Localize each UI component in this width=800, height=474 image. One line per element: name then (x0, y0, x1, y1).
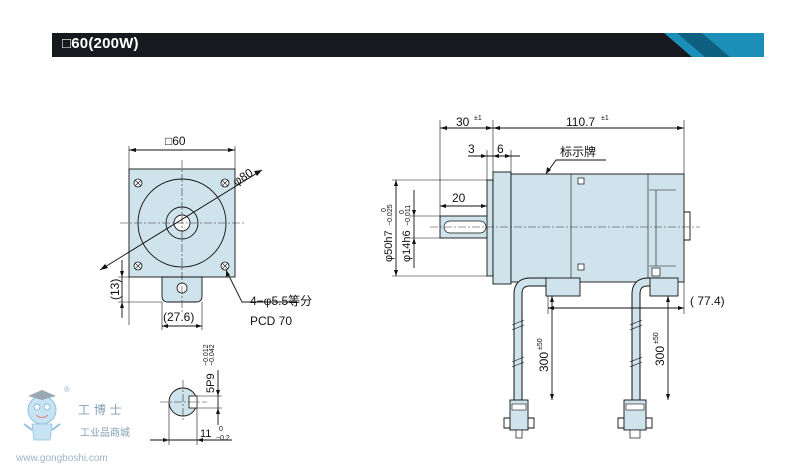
mounting-holes (133, 178, 230, 271)
mascot-icon (23, 390, 61, 441)
label-phi-14-tol-up: 0 (399, 210, 406, 214)
label-5p9-tol-low: −0.042 (209, 344, 216, 366)
label-phi-50-tol-low: −0.025 (387, 204, 394, 226)
cables (503, 277, 679, 439)
side-view (392, 120, 700, 439)
watermark: ® 工 博 士 工业品商城 www.gongboshi.com (15, 385, 130, 464)
label-square-60: □60 (165, 134, 186, 148)
spigot (486, 179, 494, 277)
label-30-tol: ±1 (474, 115, 482, 122)
flange (492, 171, 512, 285)
key-view (150, 370, 232, 445)
encoder-connector-clamp (545, 277, 581, 297)
label-300-a: 300 (537, 352, 551, 372)
label-5p9: 5P9 (205, 373, 217, 393)
label-11-tol-low: −0.2 (216, 435, 230, 442)
header-bar (52, 33, 764, 57)
label-phi-50-tol-up: 0 (381, 208, 388, 212)
label-77-4: ( 77.4) (690, 294, 725, 308)
label-110-7-tol: ±1 (601, 115, 609, 122)
label-13: (13) (108, 279, 122, 300)
label-phi-14: φ14h6 (401, 230, 413, 262)
label-20: 20 (452, 191, 466, 205)
label-300-b-tol: ±50 (653, 332, 660, 344)
label-3: 3 (468, 142, 475, 156)
section-title: □60(200W) (62, 35, 139, 52)
label-300-b: 300 (653, 346, 667, 366)
label-holes: 4−φ5.5等分 (250, 294, 312, 308)
dimension-labels: □60 φ80 (13) (27.6) 4−φ5.5等分 PCD 70 30 ±… (108, 115, 725, 442)
label-nameplate: 标示牌 (560, 145, 596, 159)
label-phi-50: φ50h7 (383, 230, 395, 262)
section-header: □60(200W) (52, 33, 764, 57)
front-view (99, 146, 296, 330)
label-300-a-tol: ±50 (537, 338, 544, 350)
watermark-registered: ® (64, 385, 70, 394)
watermark-subtitle: 工业品商城 (80, 426, 130, 439)
motor-body (510, 173, 685, 283)
label-pcd: PCD 70 (250, 314, 292, 328)
label-11: 11 (200, 428, 211, 440)
label-27-6: (27.6) (163, 310, 194, 324)
label-110-7: 110.7 (566, 115, 595, 129)
label-5p9-tol-up: −0.012 (203, 344, 210, 366)
watermark-url: www.gongboshi.com (15, 453, 108, 464)
label-6: 6 (497, 142, 504, 156)
power-connector-clamp (649, 277, 679, 297)
label-phi-14-tol-low: −0.011 (405, 205, 412, 226)
label-11-tol-up: 0 (219, 426, 223, 433)
label-30: 30 (456, 115, 470, 129)
watermark-brand: 工 博 士 (78, 402, 122, 417)
